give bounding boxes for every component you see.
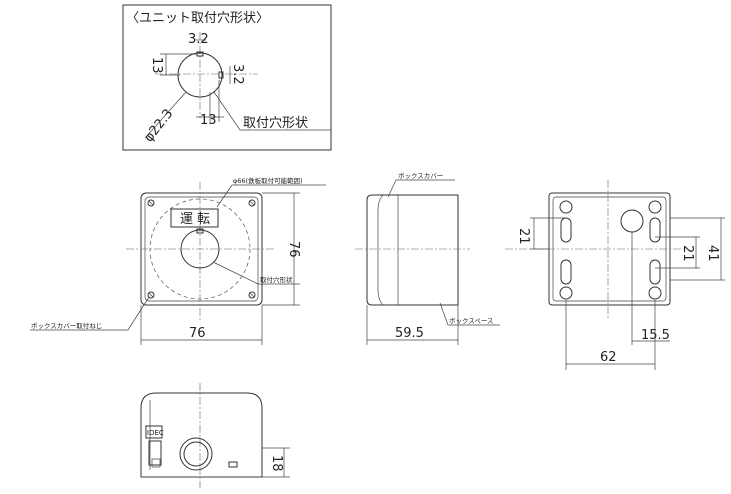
- side-view: ボックスカバー ボックスペース 59.5: [355, 172, 500, 345]
- front-range-leader: [216, 184, 233, 208]
- back-corner-hole-br: [648, 286, 662, 300]
- front-hole-leader: [212, 261, 259, 285]
- front-screw-note: ボックスカバー取付ねじ: [31, 321, 102, 330]
- detail-dim-right: 3.2: [230, 64, 245, 85]
- back-dim-15-5: 15.5: [641, 328, 670, 343]
- bottom-dim-18: 18: [269, 455, 284, 472]
- back-large-hole: [620, 209, 644, 233]
- front-nameplate-text: 運 転: [180, 212, 210, 227]
- back-corner-hole-tr: [648, 200, 662, 214]
- front-range-note: φ66(鉄板取付可能範囲): [233, 176, 303, 185]
- detail-label-leader: [213, 91, 241, 131]
- front-view: 運 転 φ66(鉄板取付可能範囲) 取付穴形状 ボックスカバー取付ねじ 76 7…: [30, 176, 326, 345]
- side-space-note: ボックスペース: [449, 317, 494, 325]
- back-dim-21-right: 21: [680, 245, 695, 262]
- front-nameplate: [170, 208, 219, 228]
- back-dim-41: 41: [705, 245, 720, 262]
- detail-title: 〈ユニット取付穴形状〉: [126, 11, 269, 26]
- detail-dim-diameter: φ22.3: [141, 106, 176, 145]
- detail-frame: [122, 4, 332, 151]
- bottom-outline: [140, 392, 263, 478]
- detail-label: 取付穴形状: [243, 116, 308, 131]
- back-slot-bl: [560, 259, 572, 285]
- front-screw-bl: [147, 291, 155, 299]
- front-screw-br: [248, 291, 256, 299]
- front-hole-key: [196, 228, 204, 234]
- detail-dim-top: 3.2: [188, 32, 209, 47]
- side-cover-curve: [377, 194, 384, 306]
- bottom-logo: IDEC: [147, 429, 164, 437]
- back-corner-hole-bl: [559, 286, 573, 300]
- side-cover-note: ボックスカバー: [398, 172, 443, 180]
- side-space-leader: [439, 302, 449, 326]
- unit-hole-detail: 〈ユニット取付穴形状〉 3.2 13 3.2 13 φ22.3 取付穴形状: [122, 4, 332, 151]
- bottom-small-slot: [228, 461, 238, 468]
- front-screw-tr: [248, 199, 256, 207]
- front-hole: [180, 229, 220, 269]
- back-slot-tl: [560, 217, 572, 243]
- side-cover-leader: [387, 179, 397, 198]
- side-outline: [366, 194, 459, 306]
- bottom-logo-box: [145, 425, 163, 439]
- back-view: 21 21 41 15.5 62: [505, 180, 725, 370]
- back-corner-hole-tl: [559, 200, 573, 214]
- bottom-label-tab: [148, 440, 162, 466]
- back-slot-br: [649, 259, 661, 285]
- side-dim-depth: 59.5: [395, 326, 424, 341]
- front-dim-width: 76: [189, 326, 206, 341]
- detail-diameter-leader: [144, 91, 187, 139]
- bottom-label-tab-inner: [151, 458, 161, 468]
- detail-right-key: [218, 71, 224, 79]
- detail-dim-bottom: 13: [200, 113, 217, 128]
- front-screw-tl: [147, 199, 155, 207]
- front-hole-note: 取付穴形状: [260, 275, 293, 284]
- front-screw-leader: [127, 296, 150, 331]
- back-dim-21-left: 21: [516, 228, 531, 245]
- detail-dim-left: 13: [149, 57, 164, 74]
- bottom-hole-outer: [179, 437, 213, 471]
- bottom-view: IDEC 18: [140, 383, 290, 488]
- bottom-hole-inner: [183, 441, 209, 467]
- back-dim-62: 62: [600, 350, 617, 365]
- front-dim-height: 76: [286, 241, 301, 258]
- back-slot-tr: [649, 217, 661, 243]
